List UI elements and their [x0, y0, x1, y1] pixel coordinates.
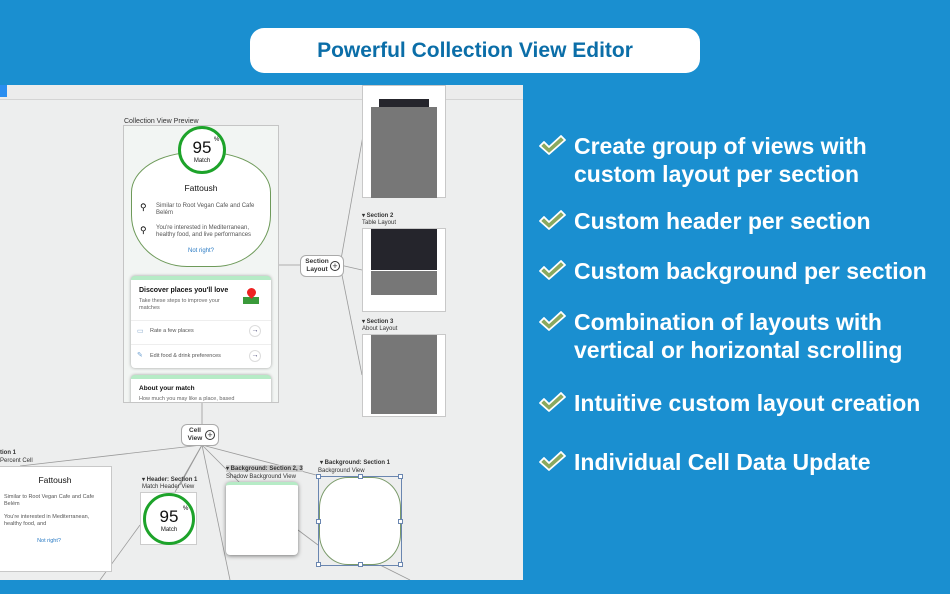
background-2-3-view-name: Shadow Background View	[226, 474, 296, 480]
resize-handle[interactable]	[316, 474, 321, 479]
page-title: Powerful Collection View Editor	[250, 28, 700, 73]
card-subtitle: Take these steps to improve your matches	[139, 298, 220, 311]
chat-icon: ▭	[137, 328, 144, 335]
discover-card[interactable]: Discover places you'll love Take these s…	[131, 276, 271, 368]
percent-cell[interactable]: Fattoush Similar to Root Vegan Cafe and …	[0, 466, 112, 572]
resize-handle[interactable]	[316, 562, 321, 567]
match-label: Match	[193, 158, 211, 164]
pin-icon: ⚲	[140, 202, 147, 212]
checkmark-icon	[539, 311, 566, 331]
section-3-label: ▾ Section 3	[362, 319, 394, 325]
section-2-layout-name: Table Layout	[362, 220, 397, 226]
reason-1: Similar to Root Vegan Cafe and Cafe Belé…	[4, 494, 95, 507]
resize-handle[interactable]	[398, 519, 403, 524]
pin-icon: ⚲	[140, 225, 147, 235]
reason-2: You're interested in Mediterranean, heal…	[4, 514, 90, 527]
feature-item: Create group of views with custom layout…	[538, 132, 904, 188]
match-header-view[interactable]: 95 Match %	[140, 492, 197, 545]
resize-handle[interactable]	[358, 562, 363, 567]
section-3-layout-name: About Layout	[362, 326, 398, 332]
about-card[interactable]: About your match How much you may like a…	[131, 375, 271, 402]
match-percent: 95	[192, 138, 212, 157]
card-title: Discover places you'll love	[139, 287, 229, 294]
feature-text: Individual Cell Data Update	[574, 449, 871, 475]
section-2-label: ▾ Section 2	[362, 213, 394, 219]
checkmark-icon	[539, 392, 566, 412]
arrow-right-icon[interactable]: →	[249, 325, 261, 337]
percent-sign: %	[183, 506, 189, 512]
feature-item: Intuitive custom layout creation	[538, 389, 920, 417]
edit-preferences-row[interactable]: Edit food & drink preferences	[150, 353, 221, 359]
section-3-layout[interactable]	[362, 334, 446, 417]
feature-text: Create group of views with custom layout…	[574, 133, 867, 187]
rate-places-row[interactable]: Rate a few places	[150, 328, 194, 334]
reason-1: Similar to Root Vegan Cafe and Cafe Belé…	[156, 203, 255, 216]
cell-view-node[interactable]: Cell View +	[181, 424, 219, 446]
feature-text: Custom header per section	[574, 208, 871, 234]
node-label: Section Layout	[305, 258, 329, 273]
checkmark-icon	[539, 260, 566, 280]
background-1-view-name: Background View	[318, 468, 365, 474]
place-name: Fattoush	[38, 475, 72, 485]
collection-view-preview[interactable]: 95 Match % Fattoush ⚲ Similar to Root Ve…	[123, 125, 279, 403]
arrow-right-icon[interactable]: →	[249, 350, 261, 362]
section-layout-node[interactable]: Section Layout +	[300, 255, 344, 277]
percent-cell-section: tion 1	[0, 450, 16, 456]
feature-item: Custom header per section	[538, 207, 871, 235]
card-subtitle: How much you may like a place, based	[139, 396, 235, 402]
resize-handle[interactable]	[398, 562, 403, 567]
feature-text: Custom background per section	[574, 258, 927, 284]
feature-text: Intuitive custom layout creation	[574, 390, 921, 416]
rounded-background-shape	[319, 477, 401, 565]
pencil-icon: ✎	[137, 352, 143, 359]
header-label: ▾ Header: Section 1	[142, 477, 198, 483]
resize-handle[interactable]	[398, 474, 403, 479]
match-label: Match	[160, 527, 178, 533]
match-circle: 95 Match %	[143, 493, 195, 545]
selection-indicator	[0, 85, 7, 97]
checkmark-icon	[539, 135, 566, 155]
feature-text: Combination of layouts with vertical or …	[574, 309, 903, 363]
checkmark-icon	[539, 210, 566, 230]
collection-view-editor[interactable]: Collection View Preview 95 Match % Fatto…	[0, 85, 523, 580]
match-percent: 95	[159, 507, 179, 526]
node-label: Cell View	[187, 427, 203, 442]
background-2-3-label: ▾ Background: Section 2, 3	[226, 465, 303, 472]
feature-item: Individual Cell Data Update	[538, 448, 871, 476]
percent-cell-name: Percent Cell	[0, 458, 33, 464]
match-circle: 95 Match %	[178, 126, 226, 174]
background-view-selected[interactable]	[316, 474, 403, 567]
shadow-background-view[interactable]	[226, 482, 298, 555]
not-right-link[interactable]: Not right?	[187, 248, 214, 254]
add-icon[interactable]: +	[205, 430, 215, 440]
preview-label: Collection View Preview	[124, 118, 199, 125]
section-2-layout[interactable]	[362, 228, 446, 312]
map-pin-icon	[243, 286, 259, 304]
feature-item: Custom background per section	[538, 257, 927, 285]
resize-handle[interactable]	[316, 519, 321, 524]
section-1-layout[interactable]	[362, 85, 446, 198]
header-view-name: Match Header View	[142, 484, 195, 490]
reason-2: You're interested in Mediterranean, heal…	[156, 225, 252, 238]
resize-handle[interactable]	[358, 474, 363, 479]
percent-sign: %	[214, 137, 220, 143]
add-icon[interactable]: +	[330, 261, 340, 271]
card-title: About your match	[139, 385, 195, 392]
checkmark-icon	[539, 451, 566, 471]
background-1-label: ▾ Background: Section 1	[320, 460, 391, 466]
place-name: Fattoush	[184, 183, 218, 193]
not-right-link[interactable]: Not right?	[37, 538, 61, 544]
feature-item: Combination of layouts with vertical or …	[538, 308, 924, 364]
